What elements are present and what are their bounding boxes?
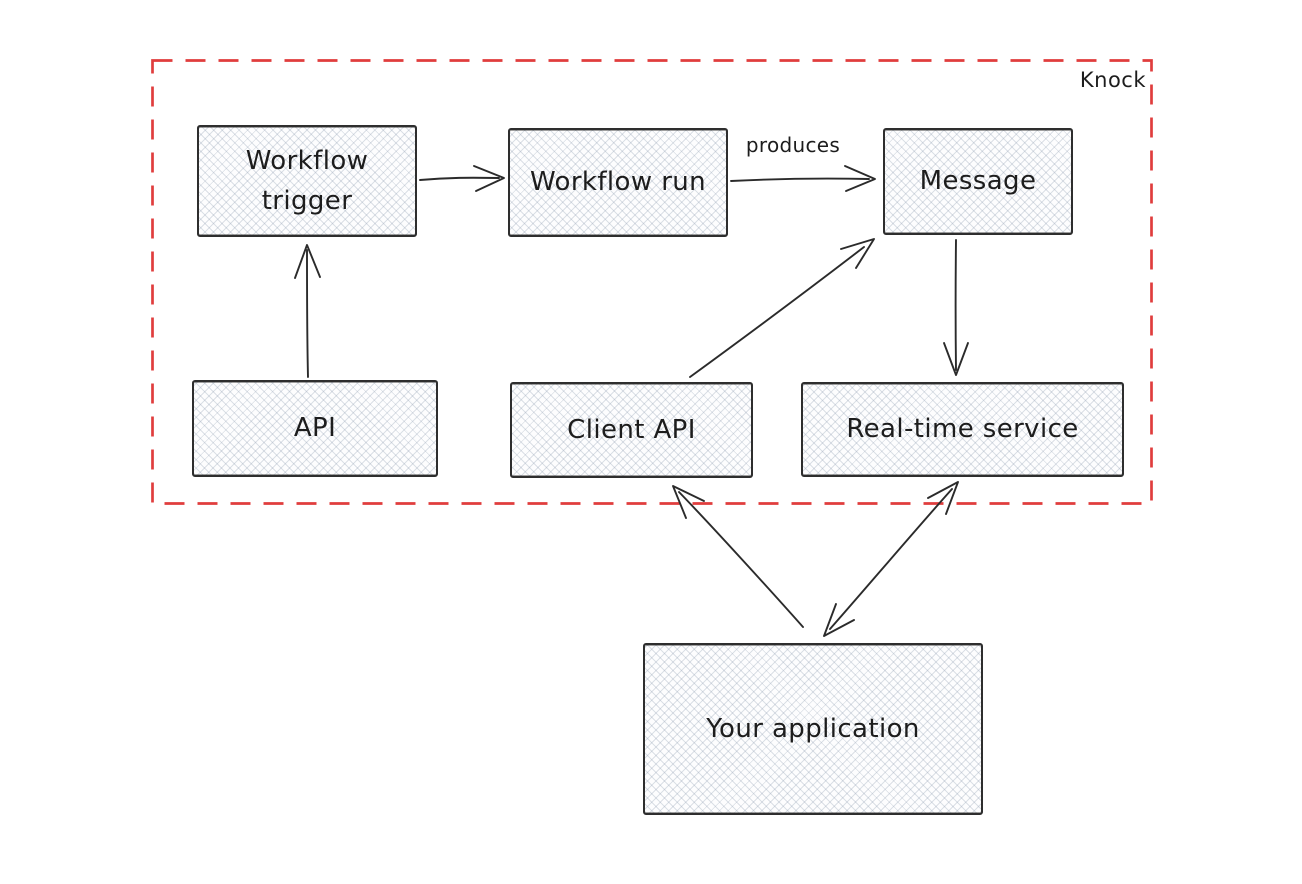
arrow-api-to-workflow-trigger [294, 244, 321, 378]
workflow-run-label: Workflow run [529, 167, 707, 198]
arrow-workflow-trigger-to-workflow-run [419, 165, 505, 192]
workflow-run-node: Workflow run [508, 128, 728, 237]
arrow-your-application-to-client-api [672, 485, 804, 628]
workflow-trigger-label: Workflow trigger [245, 145, 369, 216]
real-time-service-node: Real-time service [801, 382, 1124, 477]
message-label: Message [919, 166, 1037, 197]
arrow-workflow-run-to-message [730, 165, 876, 192]
client-api-node: Client API [510, 382, 753, 478]
arrow-client-api-to-message [689, 238, 875, 378]
your-application-label: Your application [706, 713, 920, 744]
knock-boundary-label: Knock [1079, 68, 1146, 92]
real-time-service-label: Real-time service [846, 414, 1079, 445]
message-node: Message [883, 128, 1073, 235]
client-api-label: Client API [567, 414, 696, 445]
api-label: API [293, 413, 337, 444]
your-application-node: Your application [643, 643, 983, 815]
arrow-real-time-service-your-application-bidirectional [823, 481, 959, 637]
produces-edge-label: produces [745, 133, 841, 157]
api-node: API [192, 380, 438, 477]
knock-boundary-box [151, 59, 1153, 505]
workflow-trigger-node: Workflow trigger [197, 125, 417, 237]
arrow-message-to-real-time-service [943, 239, 969, 376]
